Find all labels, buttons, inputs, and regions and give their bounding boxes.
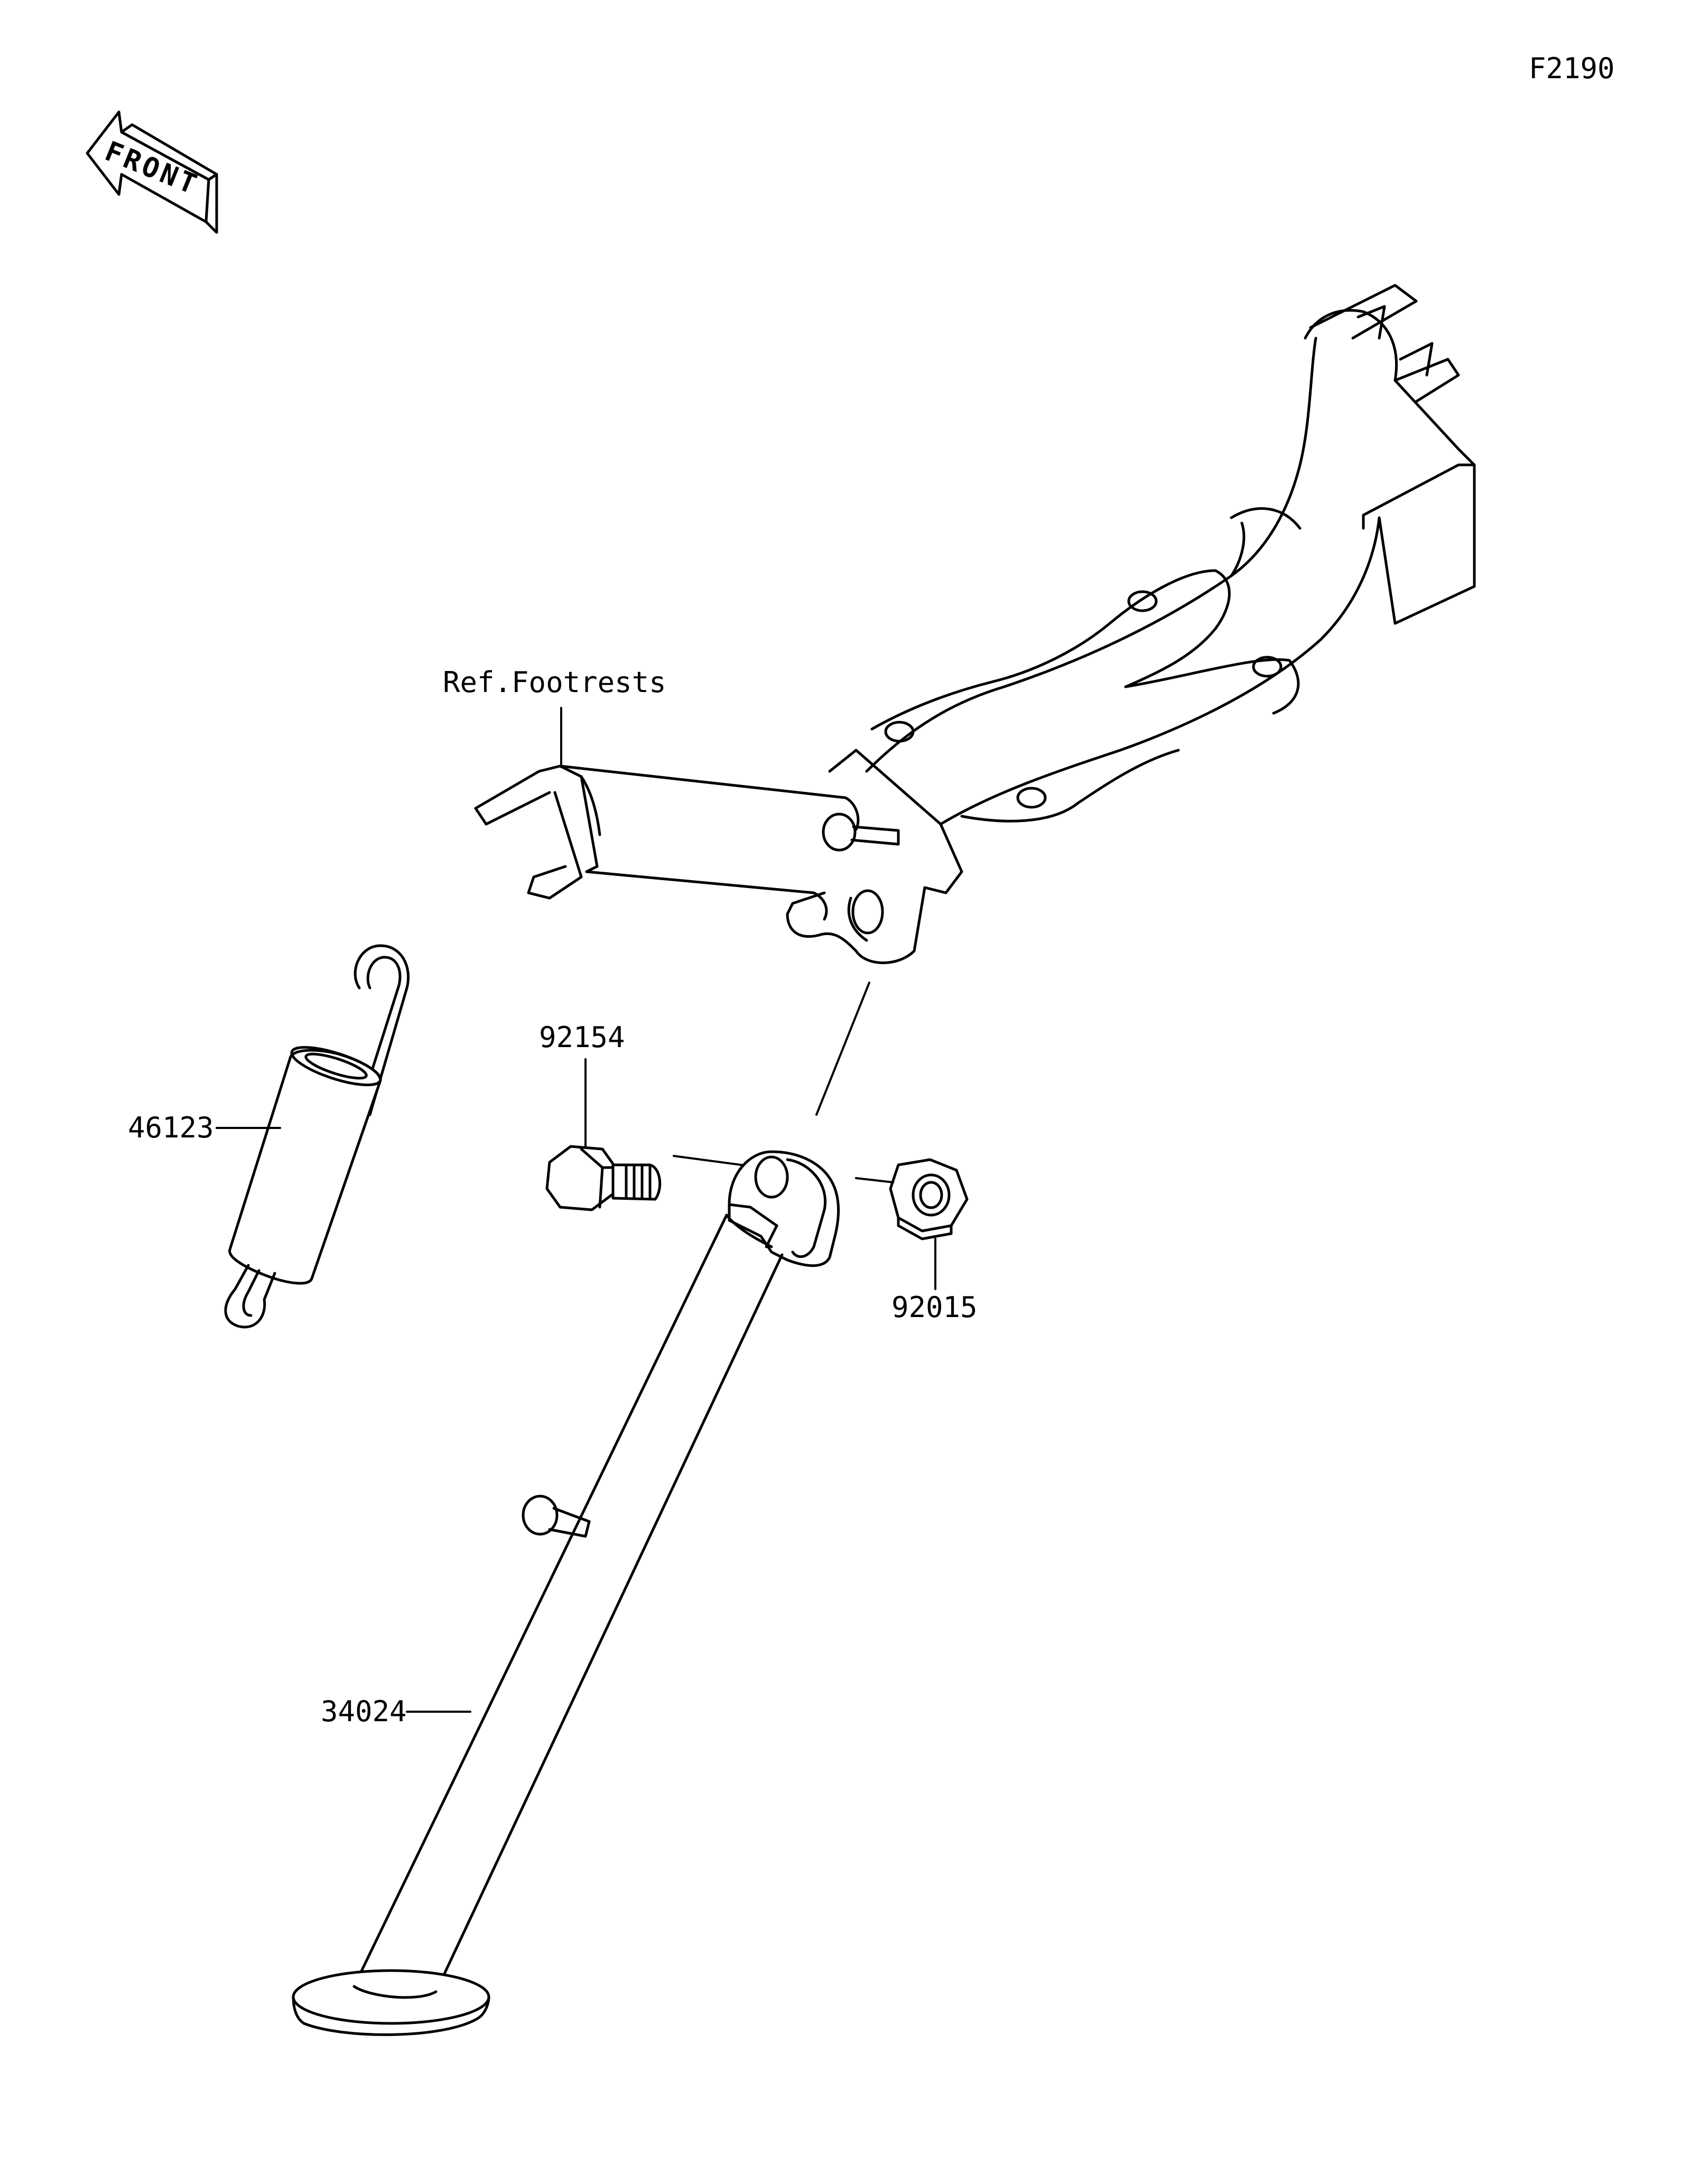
spring-part-number: 46123 [128, 1111, 214, 1144]
diagram-code: F2190 [1529, 52, 1615, 85]
nut-part-number: 92015 [891, 1291, 978, 1324]
bolt-92154 [545, 1145, 662, 1211]
side-stand-34024 [292, 1150, 840, 2036]
bolt-part-number: 92154 [539, 1021, 625, 1054]
nut-axis-line [855, 1177, 894, 1183]
spring-46123 [224, 944, 410, 1329]
nut-92015 [889, 1158, 969, 1240]
ref-footrests-label: Ref.Footrests [443, 666, 666, 699]
pivot-axis-line [815, 982, 870, 1116]
stand-bracket [474, 284, 1476, 964]
stand-part-number: 34024 [321, 1695, 407, 1728]
bolt-axis-line [673, 1155, 754, 1168]
front-arrow-icon: FRONT [86, 110, 218, 234]
